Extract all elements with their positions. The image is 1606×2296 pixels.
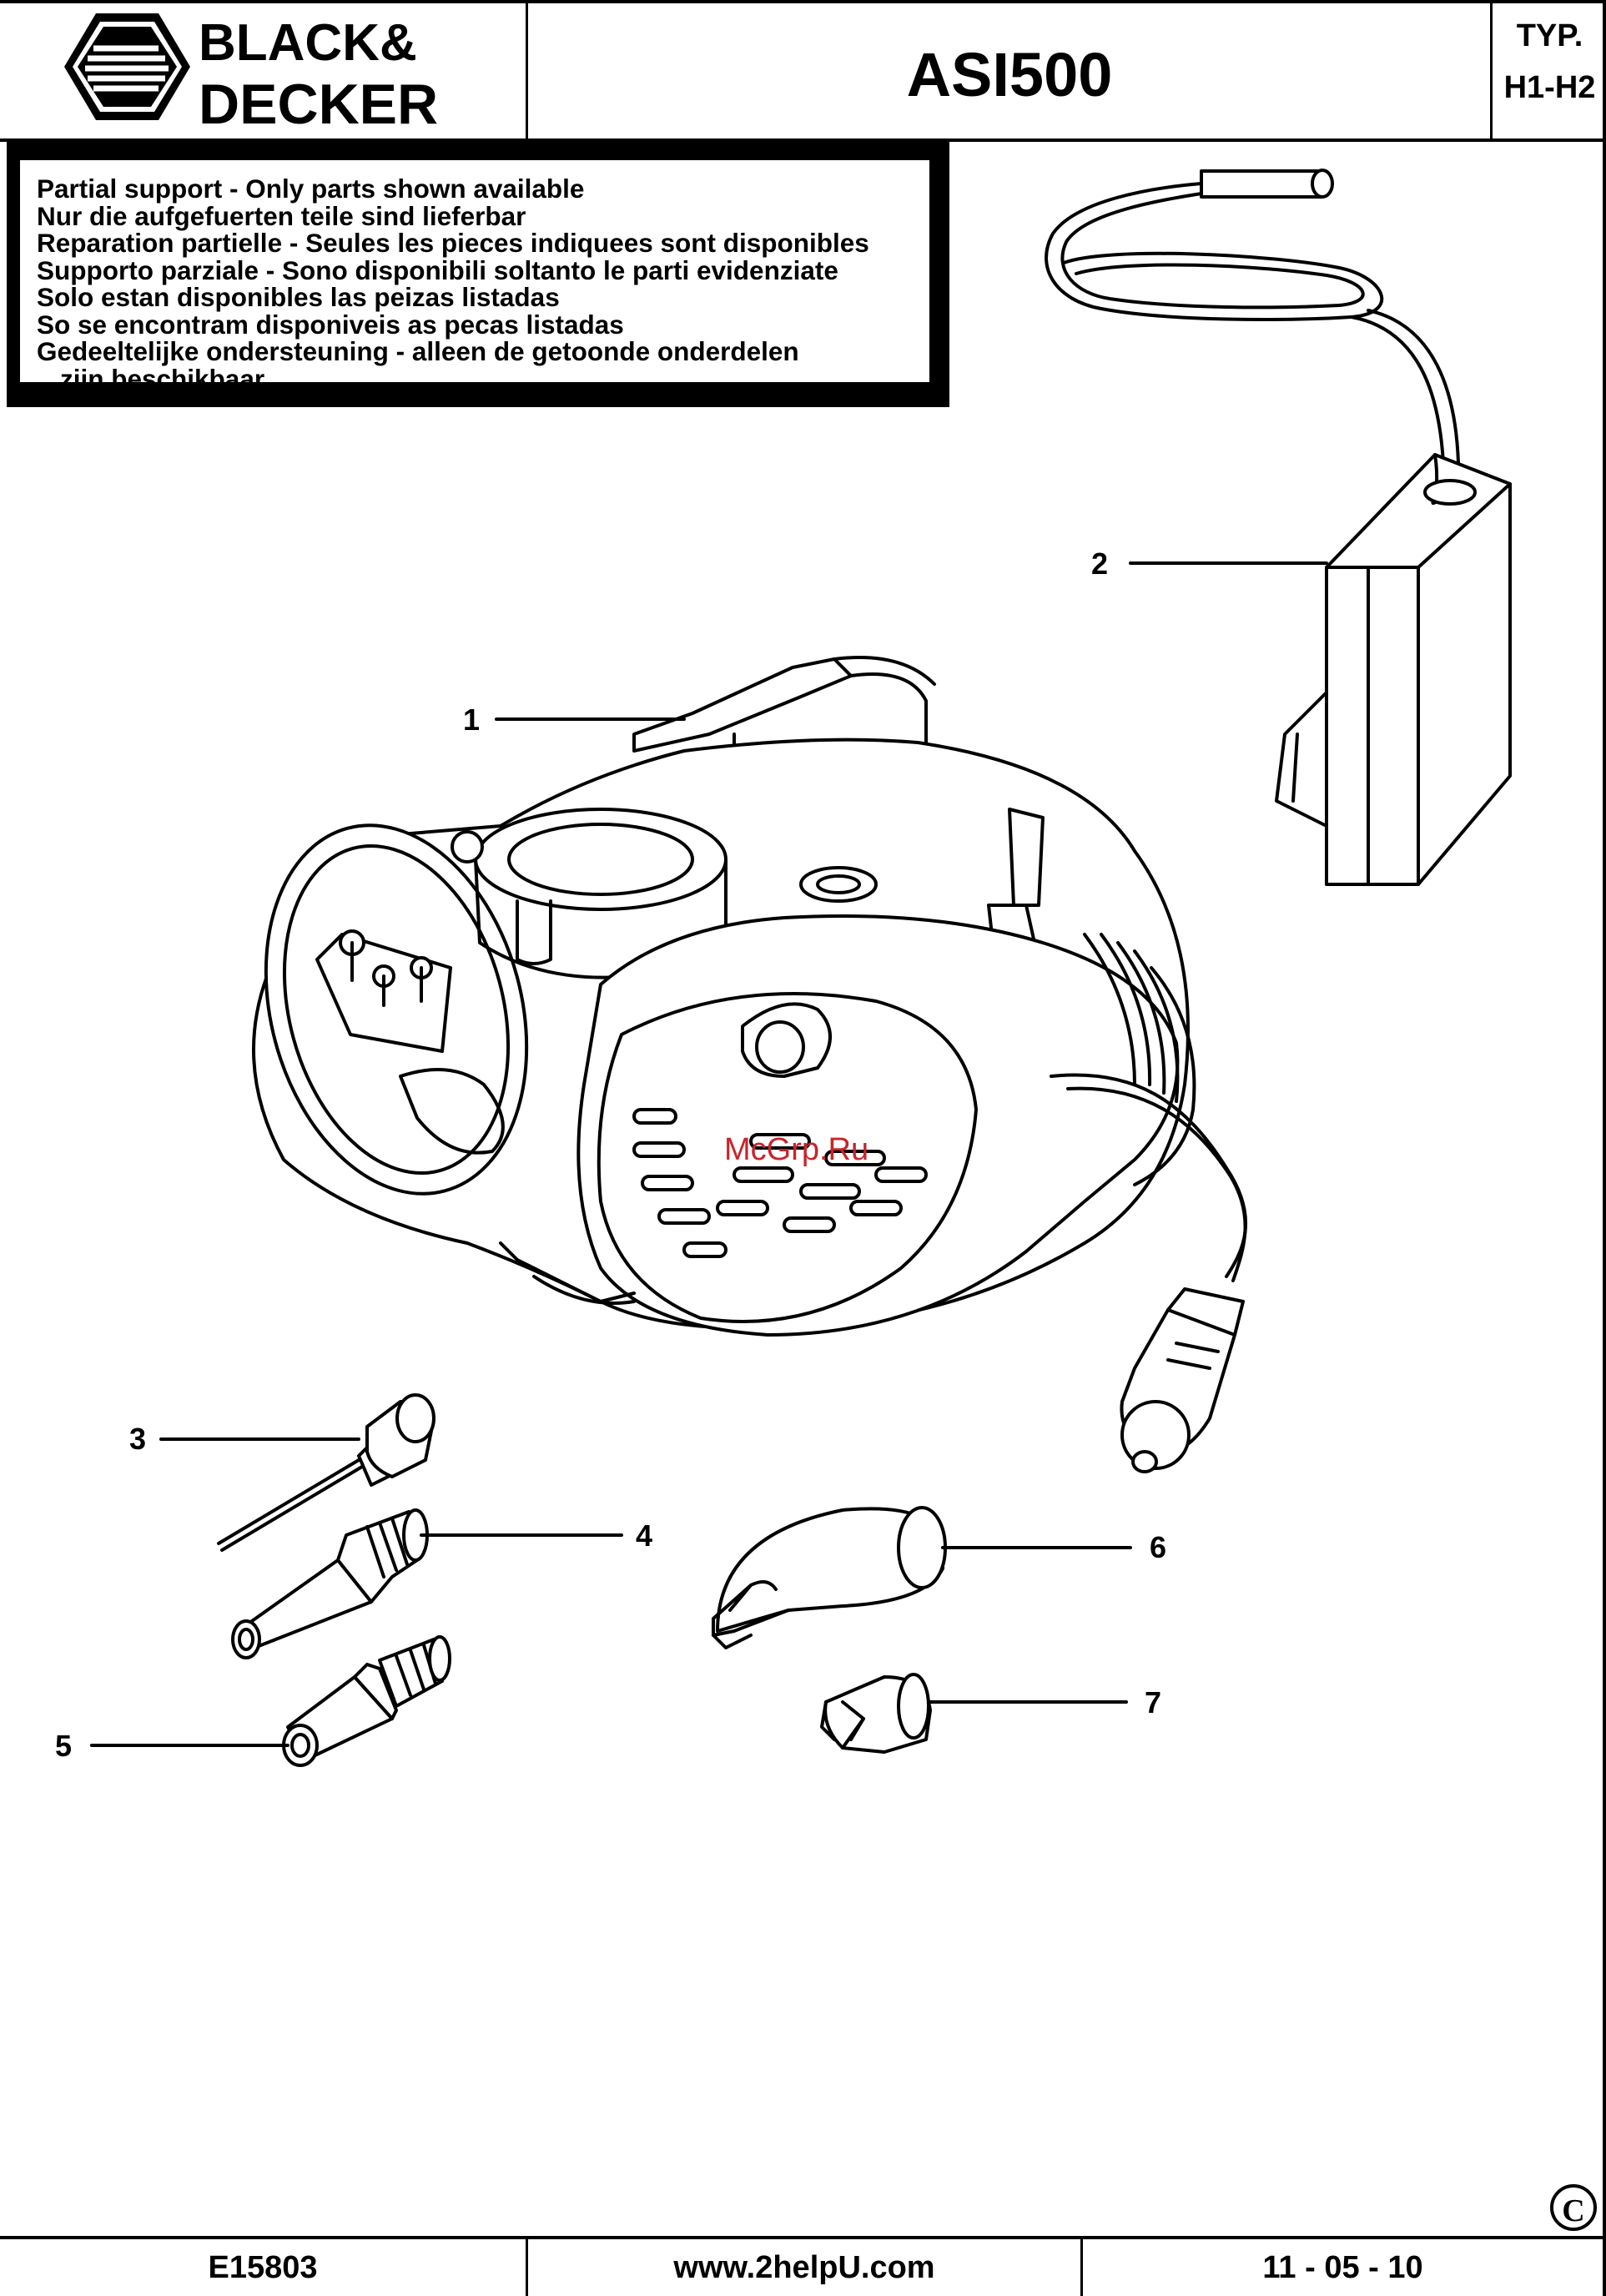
notice-lines: Partial support - Only parts shown avail… bbox=[37, 175, 869, 392]
footer-divider-left bbox=[526, 2236, 528, 2296]
notice-line: Solo estan disponibles las peizas listad… bbox=[37, 282, 560, 312]
callout-4: 4 bbox=[636, 1518, 652, 1553]
copyright-icon: C bbox=[1550, 2184, 1597, 2231]
notice-line: Partial support - Only parts shown avail… bbox=[37, 174, 585, 204]
watermark-text: McGrp.Ru bbox=[724, 1132, 868, 1167]
type-label: TYP. bbox=[1516, 18, 1583, 53]
valve-cap-adapter-drawing bbox=[820, 1673, 932, 1754]
leader-lines bbox=[90, 561, 1328, 1747]
brand-line2: DECKER bbox=[199, 73, 438, 133]
brand-line1: BLACK& bbox=[199, 14, 417, 72]
notice-line: So se encontram disponiveis as pecas lis… bbox=[37, 309, 624, 340]
callout-6: 6 bbox=[1150, 1530, 1166, 1564]
callout-1: 1 bbox=[463, 702, 480, 737]
callout-7: 7 bbox=[1145, 1685, 1161, 1719]
notice-panel: Partial support - Only parts shown avail… bbox=[20, 160, 929, 392]
notice-line: Supporto parziale - Sono disponibili sol… bbox=[37, 254, 838, 285]
page-right-border bbox=[1603, 0, 1606, 2296]
availability-notice: Partial support - Only parts shown avail… bbox=[7, 140, 949, 407]
document-date: 11 - 05 - 10 bbox=[1262, 2250, 1423, 2285]
cone-nozzle-long-drawing bbox=[231, 1508, 429, 1659]
footer-divider-right bbox=[1080, 2236, 1083, 2296]
needle-adapter-drawing bbox=[217, 1393, 435, 1552]
callout-5: 5 bbox=[55, 1729, 72, 1763]
document-code: E15803 bbox=[208, 2250, 318, 2285]
notice-line: Nur die aufgefuerten teile sind lieferba… bbox=[37, 200, 526, 231]
type-value: H1-H2 bbox=[1503, 70, 1596, 105]
callout-2: 2 bbox=[1091, 546, 1108, 581]
hexagon-logo-icon bbox=[64, 13, 190, 120]
cone-nozzle-short-drawing bbox=[282, 1635, 451, 1767]
callout-3: 3 bbox=[129, 1422, 146, 1456]
brand-logo: BLACK& DECKER bbox=[17, 8, 517, 136]
callout-numbers: 1 2 3 4 5 6 7 bbox=[55, 546, 1166, 1763]
valve-adapter-drawing bbox=[712, 1506, 947, 1649]
header-divider-left bbox=[526, 0, 528, 138]
notice-line: Gedeeltelijke ondersteuning - alleen de … bbox=[37, 336, 799, 366]
notice-line: Reparation partielle - Seules les pieces… bbox=[37, 228, 869, 258]
notice-line: zijn beschikbaar bbox=[60, 363, 265, 394]
header-divider-right bbox=[1490, 0, 1493, 138]
footer-top-border bbox=[0, 2236, 1606, 2239]
power-adapter-drawing bbox=[1045, 169, 1512, 886]
header-top-border bbox=[0, 0, 1606, 3]
model-number: ASI500 bbox=[906, 40, 1113, 109]
website-link[interactable]: www.2helpU.com bbox=[673, 2250, 935, 2285]
compressor-body-drawing bbox=[252, 656, 1247, 1473]
